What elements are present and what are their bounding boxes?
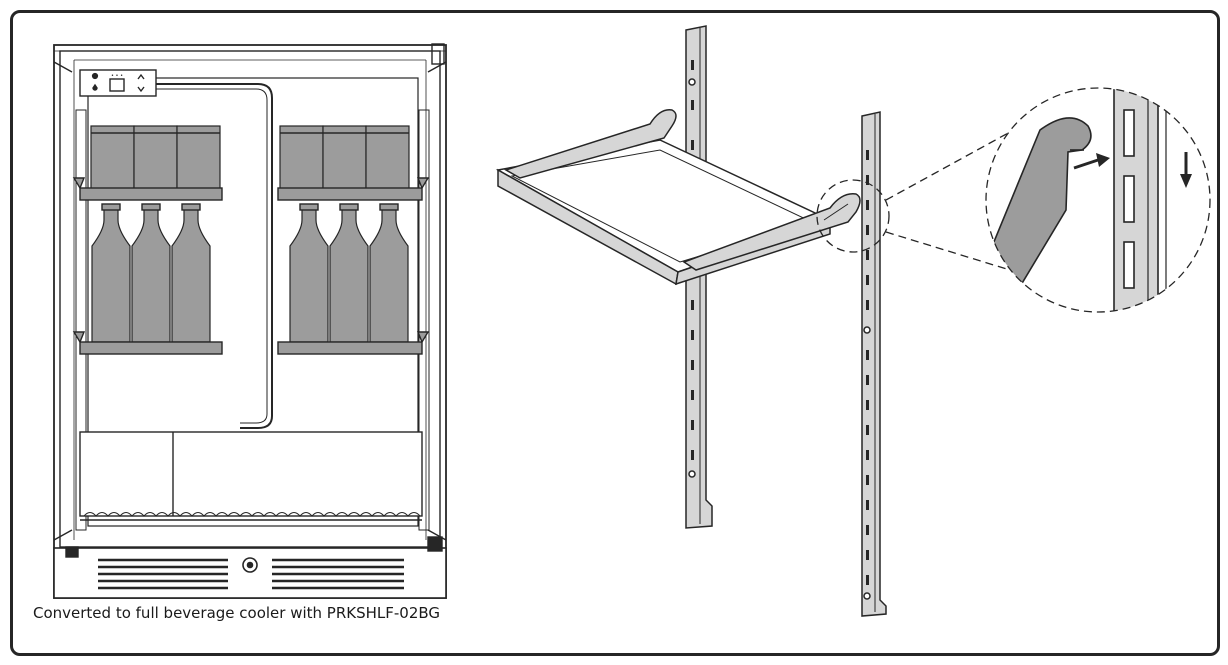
wire-shelf (79, 187, 223, 201)
wire-shelf (79, 341, 223, 355)
callout-line-bottom (885, 231, 1011, 271)
diagram-frame (10, 10, 1220, 656)
up-arrow-icon (137, 73, 145, 80)
sun-icon (91, 72, 99, 80)
callout-line-top (885, 131, 1011, 201)
zoomed-rail-slot (1123, 175, 1135, 223)
beverage-cooler: • • • (53, 43, 447, 599)
insert-arrow-icon (1073, 153, 1110, 170)
right-rail-slots (866, 150, 869, 585)
wire-shelf (277, 187, 423, 201)
can (279, 125, 324, 191)
diagram-caption: Converted to full beverage cooler with P… (33, 604, 441, 622)
refrigerant-tube (156, 83, 273, 429)
zoomed-rail-slot (1123, 241, 1135, 289)
zoomed-rail-slot (1123, 109, 1135, 157)
can (90, 125, 135, 191)
wire-shelf (277, 341, 423, 355)
can (322, 125, 367, 191)
drop-icon (92, 83, 98, 91)
right-bay-contents (277, 125, 430, 355)
can (133, 125, 178, 191)
right-side-rail (418, 109, 430, 531)
zoomed-rail (1113, 88, 1159, 312)
bottom-hinge (427, 536, 443, 552)
can (365, 125, 410, 191)
zoom-callout-circle (985, 87, 1211, 313)
left-side-rail (75, 109, 87, 531)
down-arrow-icon (137, 86, 145, 93)
right-bracket-arm (682, 193, 861, 271)
top-hinge (431, 43, 445, 65)
left-bay-contents (72, 125, 223, 355)
shelf-assembly (495, 25, 887, 617)
slide-down-arrow-icon (1180, 152, 1192, 188)
display-screen (109, 78, 125, 92)
can (176, 125, 221, 191)
kick-plate-vents (98, 558, 404, 590)
left-rail-slots (691, 60, 694, 460)
left-bracket-arm (504, 109, 677, 179)
left-leveling-foot (65, 546, 79, 558)
bottom-drawer (79, 431, 423, 517)
zoomed-detail (985, 87, 1211, 313)
right-standard-rail (861, 111, 887, 617)
svg-text:• • •: • • • (111, 73, 123, 79)
detail-callout-circle (816, 179, 890, 253)
